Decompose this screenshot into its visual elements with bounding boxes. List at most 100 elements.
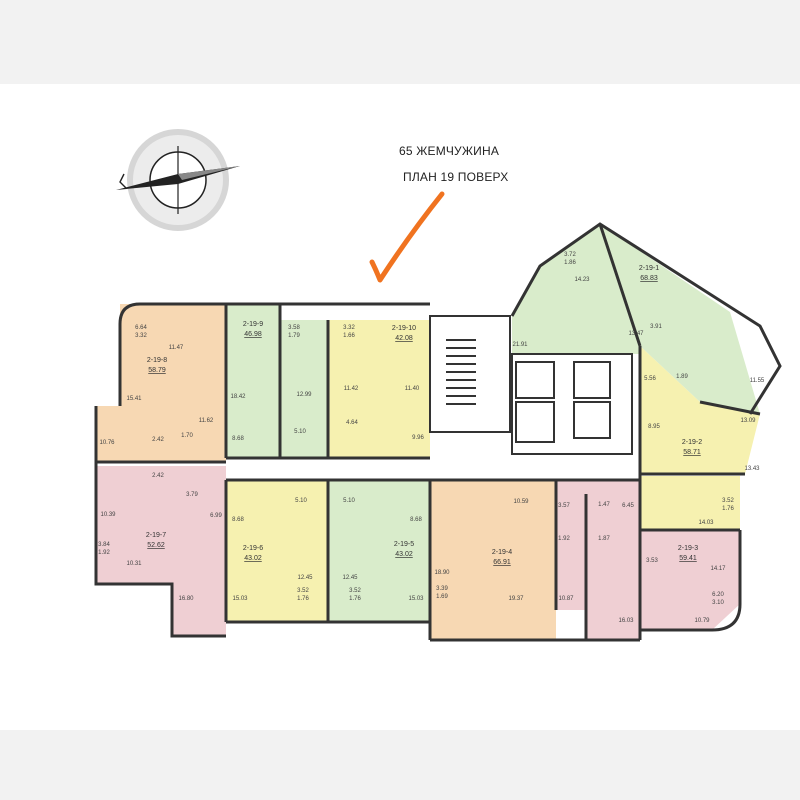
room-area-label: 3.84	[98, 542, 110, 548]
apartment-fill-3	[170, 406, 226, 462]
room-area-label: 1.47	[598, 502, 610, 508]
room-area-label: 1.69	[436, 594, 448, 600]
apartment-fill-13	[600, 224, 760, 414]
apartment-fill-11	[556, 480, 640, 640]
room-area-label: 1.76	[349, 596, 361, 602]
room-area-label: 3.52	[297, 588, 309, 594]
apartment-id: 2-19-5	[394, 541, 414, 548]
room-area-label: 11.47	[169, 345, 184, 351]
apartment-fill-9	[328, 480, 430, 622]
plan-title-line-1: 65 ЖЕМЧУЖИНА	[399, 144, 500, 158]
apartment-fill-16	[640, 530, 740, 630]
room-area-label: 4.64	[346, 420, 358, 426]
room-area-label: 10.87	[558, 596, 574, 602]
room-area-label: 18.90	[434, 570, 450, 576]
apartment-area: 58.79	[148, 367, 166, 374]
wall-23	[699, 400, 761, 416]
apartment-fills	[96, 224, 760, 640]
room-area-label: 3.53	[646, 558, 658, 564]
room-area-label: 14.03	[698, 520, 714, 526]
apartment-id: 2-19-3	[678, 545, 698, 552]
room-area-label: 10.39	[100, 512, 116, 518]
room-area-label: 10.76	[99, 440, 115, 446]
apartment-id: 2-19-8	[147, 357, 167, 364]
room-area-label: 3.79	[186, 492, 198, 498]
wall-17	[510, 222, 782, 415]
wall-1	[118, 302, 430, 325]
room-area-label: 11.40	[405, 386, 420, 392]
room-area-label: 18.42	[230, 394, 246, 400]
plan-title-line-2: ПЛАН 19 ПОВЕРХ	[403, 170, 509, 184]
apartment-area: 46.98	[244, 331, 262, 338]
room-area-label: 8.68	[232, 436, 244, 442]
room-area-label: 6.20	[712, 592, 724, 598]
apartment-fill-12	[512, 224, 640, 354]
wall-22	[598, 223, 642, 347]
room-area-label: 11.62	[199, 418, 214, 424]
room-area-label: 6.45	[622, 503, 634, 509]
room-area-label: 5.10	[343, 498, 355, 504]
apartment-area: 58.71	[683, 449, 701, 456]
room-area-label: 2.42	[152, 473, 164, 479]
apartment-id: 2-19-6	[243, 545, 263, 552]
room-area-label: 1.66	[343, 333, 355, 339]
apartment-area: 43.02	[244, 555, 262, 562]
apartment-id: 2-19-2	[682, 439, 702, 446]
area-labels: 2-19-168.832-19-258.712-19-359.412-19-46…	[98, 252, 765, 624]
apartment-area: 68.83	[640, 275, 658, 282]
apartment-fill-10	[430, 480, 556, 640]
apartment-id: 2-19-1	[639, 265, 659, 272]
room-area-label: 3.58	[288, 325, 300, 331]
building-core	[429, 315, 633, 455]
room-area-label: 8.95	[648, 424, 660, 430]
apartment-fill-6	[280, 320, 328, 458]
room-area-label: 3.39	[436, 586, 448, 592]
walls	[94, 222, 782, 642]
room-area-label: 5.56	[644, 376, 656, 382]
room-area-label: 6.99	[210, 513, 222, 519]
room-area-label: 1.86	[564, 260, 576, 266]
apartment-id: 2-19-7	[146, 532, 166, 539]
room-area-label: 15.41	[126, 396, 142, 402]
room-area-label: 5.10	[295, 498, 307, 504]
room-area-label: 1.89	[676, 374, 688, 380]
room-area-label: 3.10	[712, 600, 724, 606]
room-area-label: 9.96	[412, 435, 424, 441]
room-area-label: 1.87	[598, 536, 610, 542]
room-area-label: 1.92	[98, 550, 110, 556]
room-area-label: 21.91	[512, 342, 528, 348]
room-area-label: 14.23	[574, 277, 590, 283]
apartment-fill-1	[120, 304, 226, 406]
apartment-area: 66.91	[493, 559, 511, 566]
wall-2	[94, 406, 226, 638]
room-area-label: 12.99	[296, 392, 312, 398]
room-area-label: 13.09	[740, 418, 756, 424]
room-area-label: 1.76	[297, 596, 309, 602]
apartment-fill-4	[96, 466, 226, 636]
apartment-fill-15	[640, 476, 740, 530]
apartment-area: 59.41	[679, 555, 697, 562]
wall-21	[640, 530, 742, 632]
room-area-label: 1.70	[181, 433, 193, 439]
room-area-label: 11.55	[750, 378, 765, 384]
apartment-fill-7	[328, 320, 430, 458]
room-area-label: 1.92	[558, 536, 570, 542]
plan-sheet: 65 ЖЕМЧУЖИНА ПЛАН 19 ПОВЕРХ 2-19-1 68.83 2…	[0, 84, 800, 730]
apartment-fill-8	[226, 480, 328, 622]
room-area-label: 19.37	[508, 596, 524, 602]
room-area-label: 5.10	[294, 429, 306, 435]
apartment-fill-14	[640, 346, 760, 474]
room-area-label: 6.64	[135, 325, 147, 331]
room-area-label: 8.68	[232, 517, 244, 523]
room-area-label: 12.45	[342, 575, 358, 581]
room-area-label: 3.57	[558, 503, 570, 509]
compass-rose-icon	[116, 129, 240, 231]
room-area-label: 3.32	[135, 333, 147, 339]
room-area-label: 10.59	[513, 499, 529, 505]
floor-plan: 2-19-168.832-19-258.712-19-359.412-19-46…	[94, 222, 782, 642]
room-area-label: 3.72	[564, 252, 576, 258]
room-area-label: 15.03	[408, 596, 424, 602]
room-area-label: 8.68	[410, 517, 422, 523]
room-area-label: 10.31	[126, 561, 142, 567]
room-area-label: 1.76	[722, 506, 734, 512]
